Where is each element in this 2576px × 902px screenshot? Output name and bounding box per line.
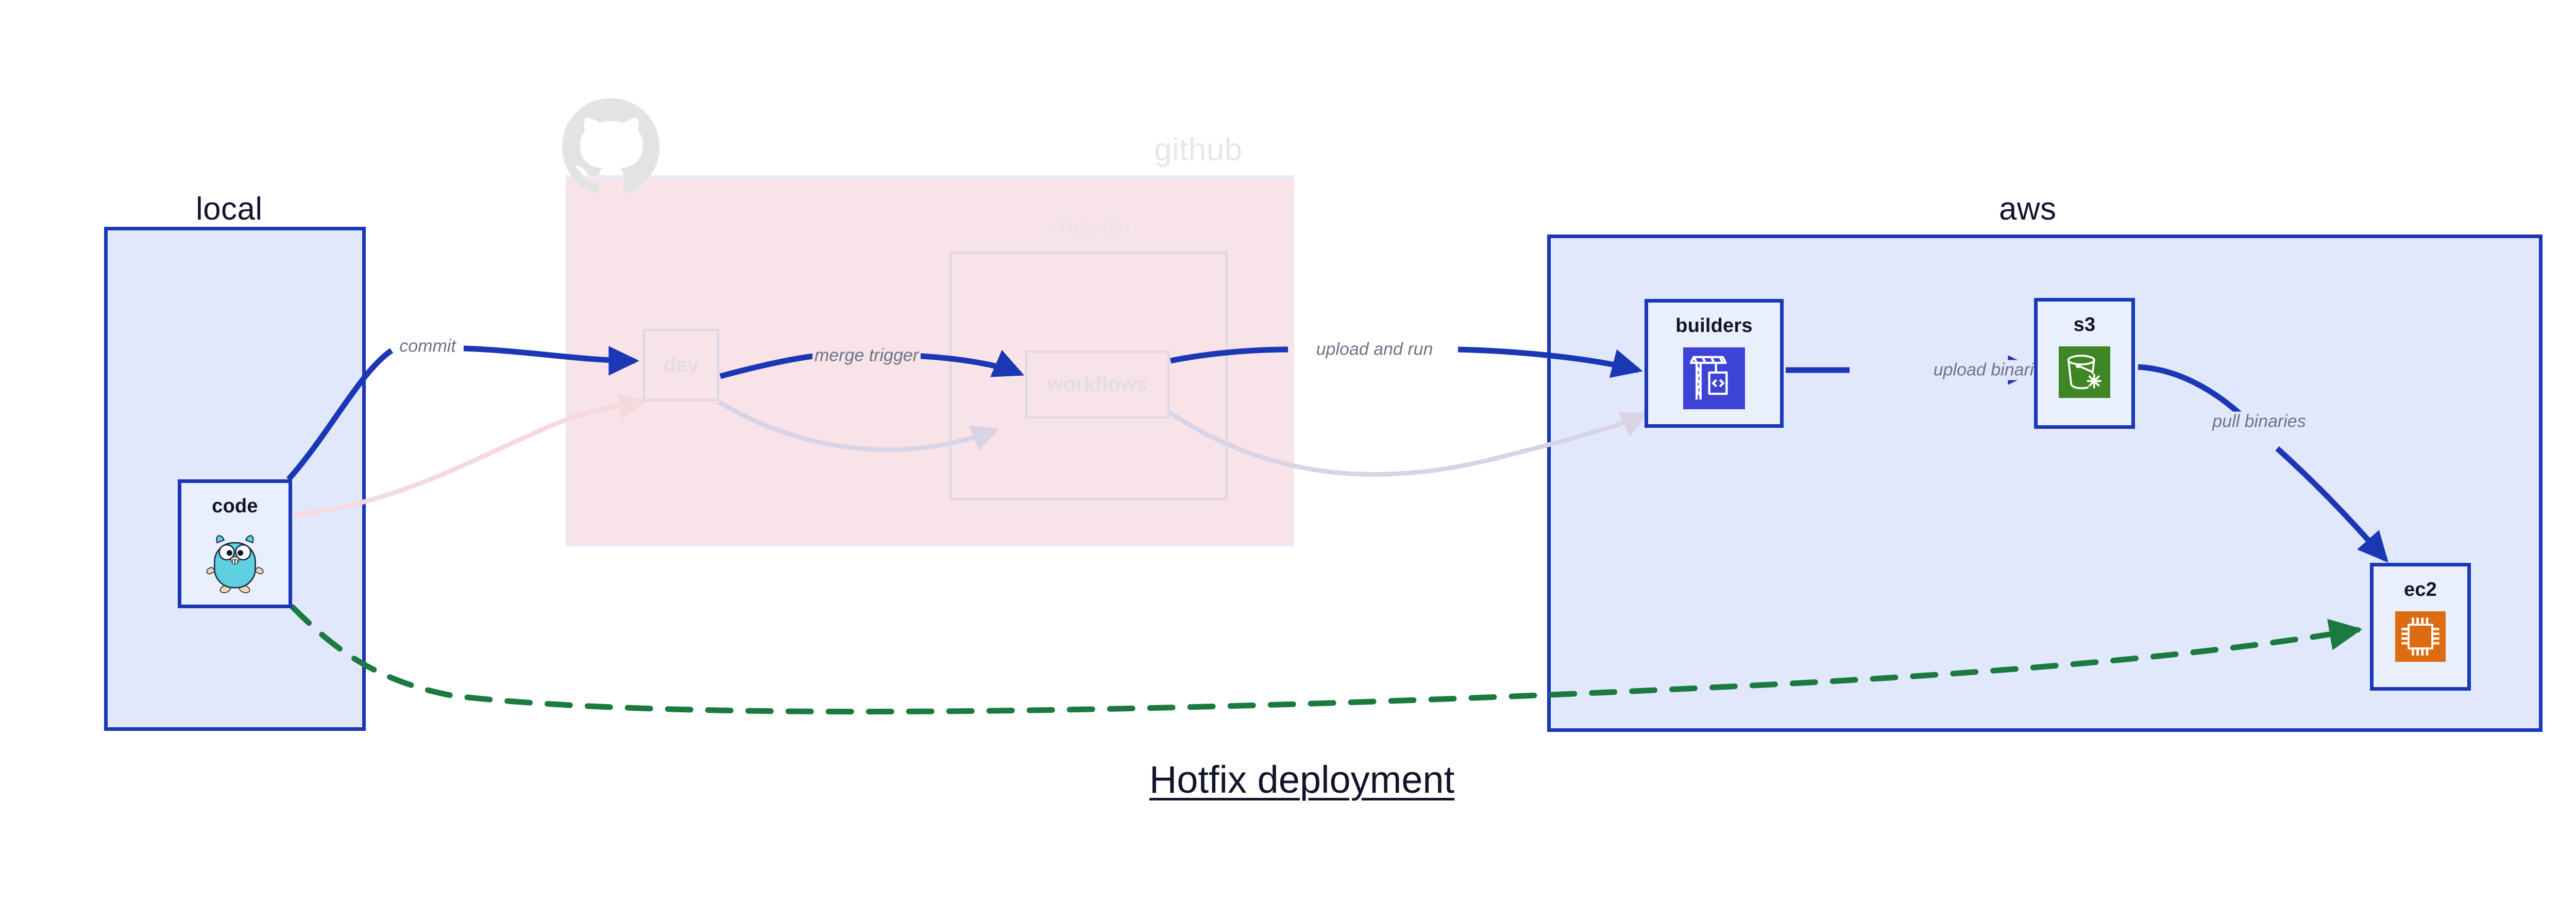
group-local[interactable] (104, 227, 366, 731)
node-s3[interactable]: s3 (2034, 298, 2135, 429)
aws-codebuild-icon (1683, 347, 1745, 409)
node-label-code: code (212, 495, 258, 517)
node-label-s3: s3 (2073, 314, 2096, 336)
group-label-github: github (1154, 132, 1243, 168)
node-label-builders: builders (1675, 315, 1753, 337)
node-builders[interactable]: builders (1645, 299, 1784, 428)
node-code[interactable]: code (178, 479, 292, 608)
edge-label-upload-and-run: upload and run (1314, 339, 1435, 360)
node-label-workflows: workflows (1047, 373, 1148, 396)
node-dev[interactable]: dev (643, 329, 719, 401)
aws-s3-bucket-icon (2059, 346, 2110, 398)
node-label-dev: dev (663, 353, 699, 376)
node-ec2[interactable]: ec2 (2370, 563, 2471, 691)
edge-label-commit: commit (397, 336, 458, 357)
subgroup-label-master: master (1051, 212, 1134, 242)
node-label-ec2: ec2 (2403, 579, 2437, 600)
go-gopher-icon (206, 535, 264, 593)
edge-label-merge-trigger: merge trigger (812, 345, 921, 366)
aws-ec2-chip-icon (2395, 611, 2446, 662)
group-label-local: local (196, 191, 263, 227)
diagram-title: Hotfix deployment (1149, 758, 1455, 801)
node-workflows[interactable]: workflows (1025, 350, 1170, 419)
edge-label-pull-binaries: pull binaries (2210, 411, 2308, 432)
group-label-aws: aws (1999, 191, 2057, 227)
